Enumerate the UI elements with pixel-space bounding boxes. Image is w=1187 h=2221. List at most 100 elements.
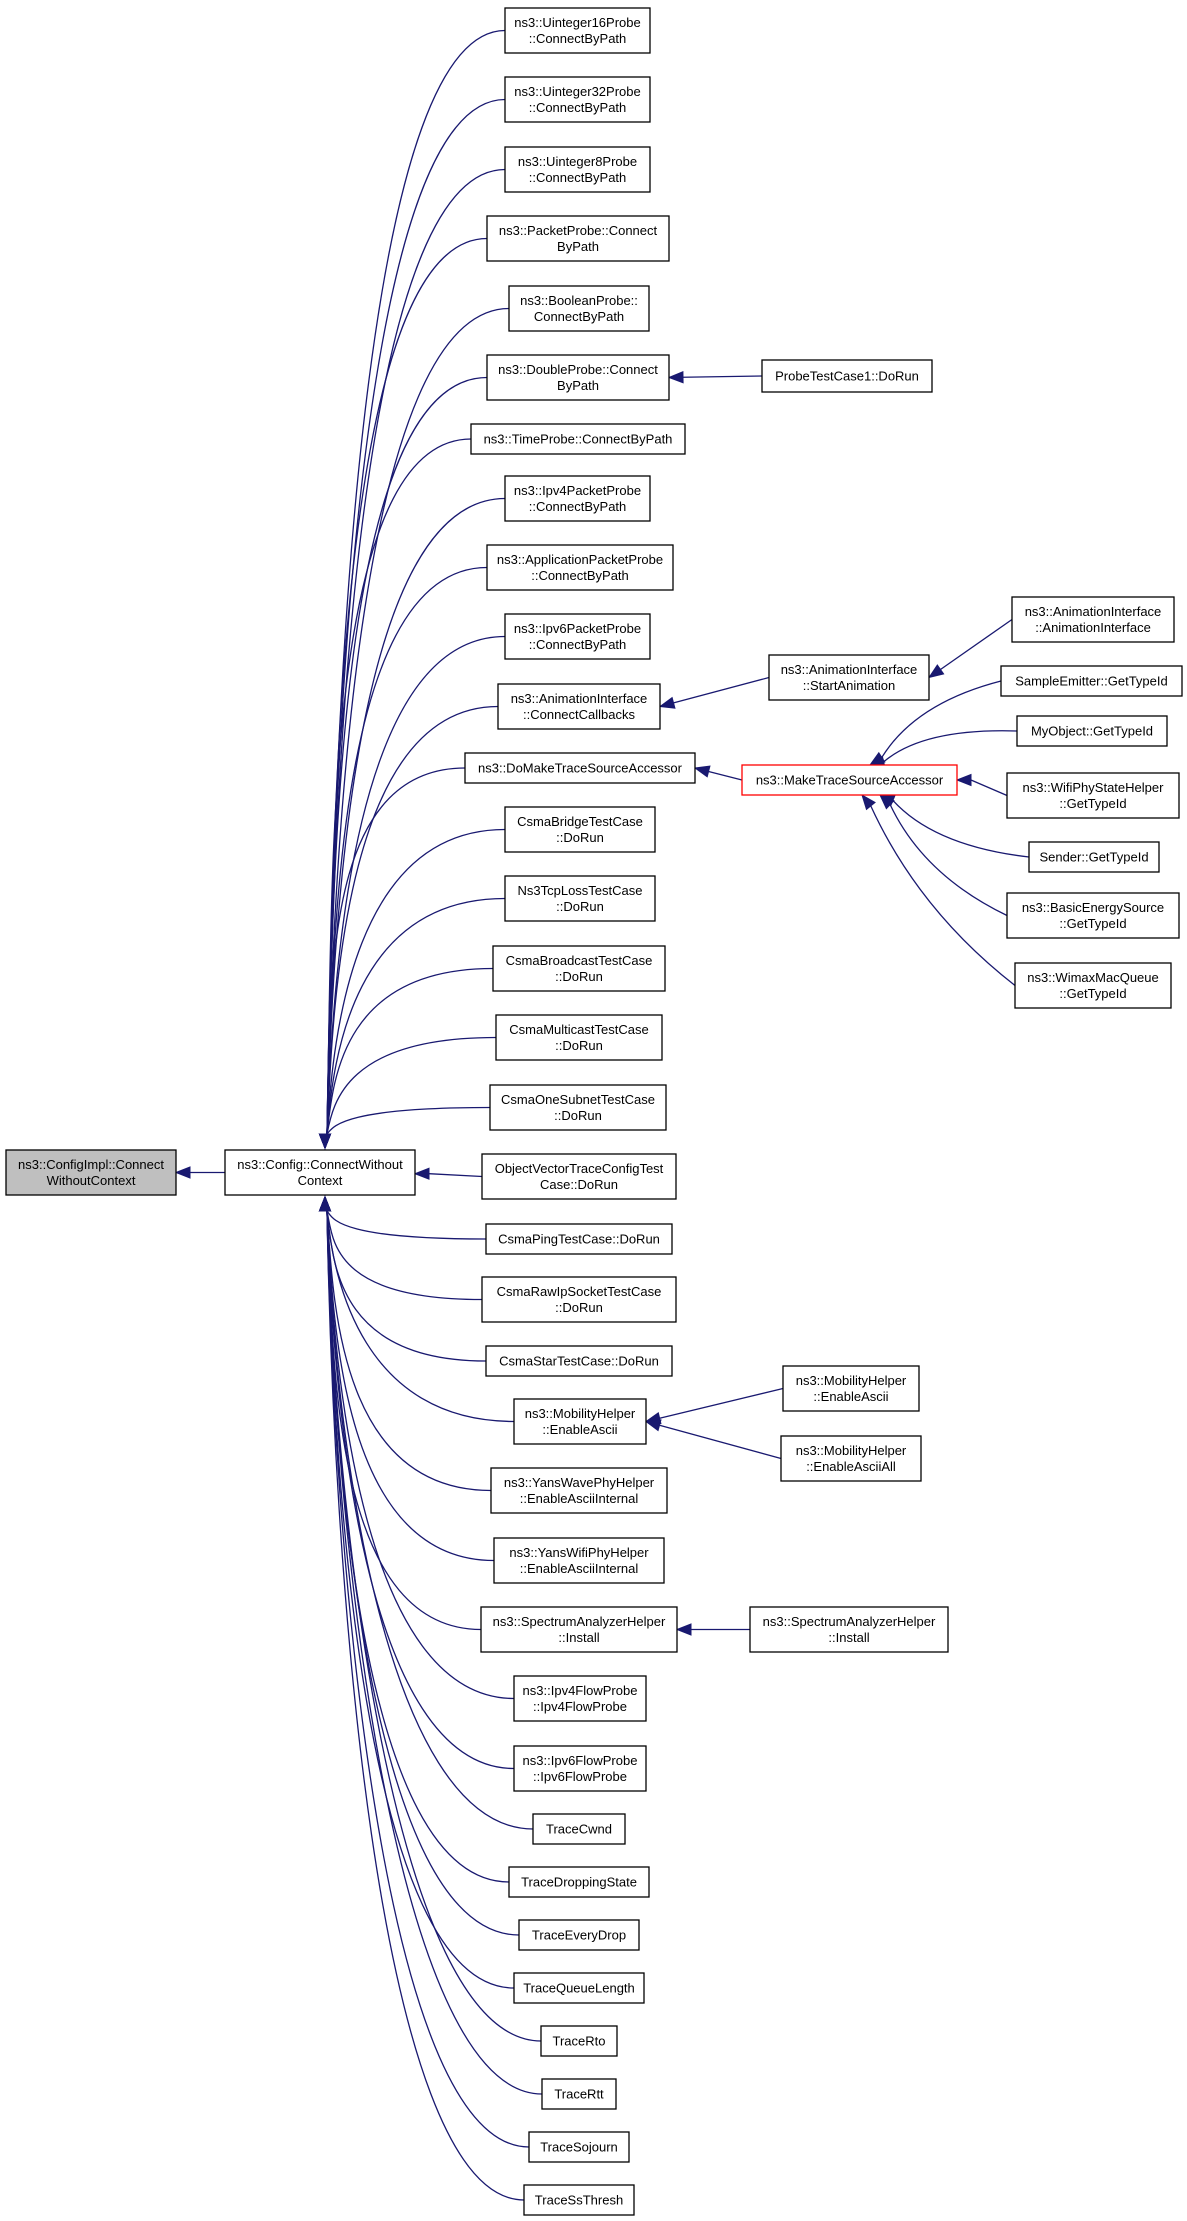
edge-make-domake <box>708 770 743 781</box>
node-label: ::Ipv4FlowProbe <box>533 1699 627 1714</box>
node-label: TraceSsThresh <box>535 2193 623 2208</box>
node-csmabcast[interactable]: CsmaBroadcastTestCase::DoRun <box>492 945 666 992</box>
edge-animctor-animstart <box>940 618 1013 671</box>
node-specinst2[interactable]: ns3::SpectrumAnalyzerHelper::Install <box>749 1606 949 1653</box>
node-csmaping[interactable]: CsmaPingTestCase::DoRun <box>485 1223 673 1255</box>
node-box <box>470 423 686 455</box>
node-label: ns3::MobilityHelper <box>796 1443 907 1458</box>
node-traceqlen[interactable]: TraceQueueLength <box>513 1972 645 2004</box>
node-tracedrop[interactable]: TraceDroppingState <box>508 1866 650 1898</box>
node-box <box>486 354 670 401</box>
node-box <box>540 2025 618 2057</box>
node-ipv6flow[interactable]: ns3::Ipv6FlowProbe::Ipv6FlowProbe <box>513 1745 647 1792</box>
node-label: ns3::Uinteger16Probe <box>514 15 640 30</box>
node-ns3tcploss[interactable]: Ns3TcpLossTestCase::DoRun <box>504 875 656 922</box>
node-mobascii2[interactable]: ns3::MobilityHelper::EnableAscii <box>782 1365 920 1412</box>
node-csmaonesub[interactable]: CsmaOneSubnetTestCase::DoRun <box>489 1084 667 1131</box>
node-label: ::EnableAsciiInternal <box>520 1561 639 1576</box>
node-box <box>508 285 650 332</box>
node-box <box>782 1365 920 1412</box>
node-label: ns3::AnimationInterface <box>1025 604 1162 619</box>
node-box <box>504 475 651 522</box>
node-wifiphystate[interactable]: ns3::WifiPhyStateHelper::GetTypeId <box>1006 772 1180 819</box>
node-ipv4flow[interactable]: ns3::Ipv4FlowProbe::Ipv4FlowProbe <box>513 1675 647 1722</box>
call-edges <box>174 29 1030 2201</box>
edge-animcb-cwc <box>326 705 499 1135</box>
edge-ns3tcploss-cwc <box>326 897 506 1135</box>
edge-specinst-cwc <box>326 1210 482 1631</box>
node-csmamcast[interactable]: CsmaMulticastTestCase::DoRun <box>495 1014 663 1061</box>
node-label: CsmaPingTestCase::DoRun <box>498 1232 660 1247</box>
node-label: ns3::MobilityHelper <box>525 1406 636 1421</box>
node-specinst[interactable]: ns3::SpectrumAnalyzerHelper::Install <box>480 1606 678 1653</box>
node-u8[interactable]: ns3::Uinteger8Probe::ConnectByPath <box>504 146 651 193</box>
node-box <box>481 1276 677 1323</box>
node-box <box>489 1084 667 1131</box>
node-label: ::EnableAsciiInternal <box>520 1491 639 1506</box>
node-ipv6pkt[interactable]: ns3::Ipv6PacketProbe::ConnectByPath <box>504 613 651 660</box>
node-label: ByPath <box>557 239 599 254</box>
node-myobj[interactable]: MyObject::GetTypeId <box>1016 715 1168 747</box>
node-label: TraceQueueLength <box>523 1981 635 1996</box>
node-label: ObjectVectorTraceConfigTest <box>495 1161 664 1176</box>
node-traceevery[interactable]: TraceEveryDrop <box>518 1919 640 1951</box>
node-label: ns3::Ipv6PacketProbe <box>514 621 641 636</box>
node-label: ns3::WimaxMacQueue <box>1027 970 1159 985</box>
node-label: ns3::MakeTraceSourceAccessor <box>756 773 944 788</box>
node-label: Sender::GetTypeId <box>1039 850 1148 865</box>
edge-arrowhead <box>413 1167 430 1180</box>
node-label: CsmaStarTestCase::DoRun <box>499 1354 659 1369</box>
node-label: ns3::BooleanProbe:: <box>520 293 638 308</box>
node-label: ns3::SpectrumAnalyzerHelper <box>493 1614 666 1629</box>
node-animcb[interactable]: ns3::AnimationInterface::ConnectCallback… <box>497 683 661 730</box>
node-apppkt[interactable]: ns3::ApplicationPacketProbe::ConnectByPa… <box>486 544 674 591</box>
node-label: ns3::Uinteger8Probe <box>518 154 637 169</box>
edge-arrowhead <box>174 1166 191 1179</box>
node-ipv4pkt[interactable]: ns3::Ipv4PacketProbe::ConnectByPath <box>504 475 651 522</box>
node-csmaraw[interactable]: CsmaRawIpSocketTestCase::DoRun <box>481 1276 677 1323</box>
node-csmastar[interactable]: CsmaStarTestCase::DoRun <box>485 1345 673 1377</box>
node-u16[interactable]: ns3::Uinteger16Probe::ConnectByPath <box>504 7 651 54</box>
node-basicenergy[interactable]: ns3::BasicEnergySource::GetTypeId <box>1006 892 1180 939</box>
node-label: Ns3TcpLossTestCase <box>518 883 643 898</box>
node-sampleemit[interactable]: SampleEmitter::GetTypeId <box>1000 665 1183 697</box>
node-tracerto[interactable]: TraceRto <box>540 2025 618 2057</box>
node-domake[interactable]: ns3::DoMakeTraceSourceAccessor <box>464 752 696 784</box>
node-label: ns3::DoMakeTraceSourceAccessor <box>478 761 683 776</box>
node-yanswifi[interactable]: ns3::YansWifiPhyHelper::EnableAsciiInter… <box>493 1537 665 1584</box>
node-label: ns3::SpectrumAnalyzerHelper <box>763 1614 936 1629</box>
node-label: ::DoRun <box>554 1108 602 1123</box>
node-dbl[interactable]: ns3::DoubleProbe::ConnectByPath <box>486 354 670 401</box>
node-animstart[interactable]: ns3::AnimationInterface::StartAnimation <box>768 654 930 701</box>
node-pkt[interactable]: ns3::PacketProbe::ConnectByPath <box>486 215 670 262</box>
node-csmabridge[interactable]: CsmaBridgeTestCase::DoRun <box>504 806 656 853</box>
node-mobascii[interactable]: ns3::MobilityHelper::EnableAscii <box>513 1398 647 1445</box>
node-tracessthresh[interactable]: TraceSsThresh <box>523 2184 635 2216</box>
node-tracertt[interactable]: TraceRtt <box>541 2078 617 2110</box>
node-wimaxq[interactable]: ns3::WimaxMacQueue::GetTypeId <box>1014 962 1172 1009</box>
edge-csmaonesub-cwc <box>326 1106 491 1135</box>
node-time[interactable]: ns3::TimeProbe::ConnectByPath <box>470 423 686 455</box>
node-tracesojourn[interactable]: TraceSojourn <box>528 2131 630 2163</box>
node-probetc[interactable]: ProbeTestCase1::DoRun <box>761 359 933 393</box>
node-label: ns3::MobilityHelper <box>796 1373 907 1388</box>
node-animctor[interactable]: ns3::AnimationInterface::AnimationInterf… <box>1011 596 1175 643</box>
node-tracecwnd[interactable]: TraceCwnd <box>532 1813 626 1845</box>
node-u32[interactable]: ns3::Uinteger32Probe::ConnectByPath <box>504 76 651 123</box>
node-box <box>504 875 656 922</box>
edge-myobj-make <box>883 730 1018 763</box>
node-yanswave[interactable]: ns3::YansWavePhyHelper::EnableAsciiInter… <box>490 1467 668 1514</box>
node-label: CsmaOneSubnetTestCase <box>501 1092 655 1107</box>
node-make[interactable]: ns3::MakeTraceSourceAccessor <box>741 764 958 796</box>
node-bool[interactable]: ns3::BooleanProbe::ConnectByPath <box>508 285 650 332</box>
node-sender[interactable]: Sender::GetTypeId <box>1028 841 1160 873</box>
node-label: TraceRtt <box>554 2087 604 2102</box>
node-mobasciiall[interactable]: ns3::MobilityHelper::EnableAsciiAll <box>780 1435 922 1482</box>
call-nodes: ns3::ConfigImpl::ConnectWithoutContextns… <box>5 7 1183 2216</box>
edge-tracesojourn-cwc <box>326 1210 530 2148</box>
edge-arrowhead <box>927 664 945 679</box>
node-label: ns3::Ipv4PacketProbe <box>514 483 641 498</box>
